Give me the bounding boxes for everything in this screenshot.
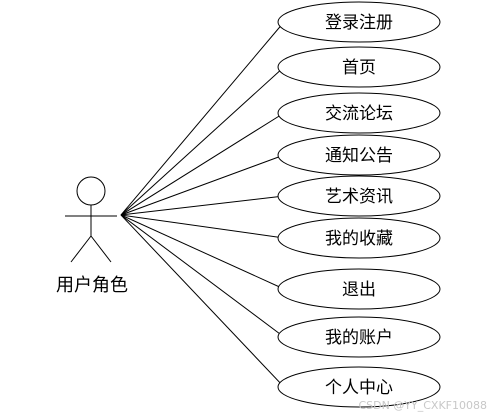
use-case-label: 个人中心 xyxy=(325,378,393,398)
actor-right-leg xyxy=(90,235,112,263)
actor-label: 用户角色 xyxy=(56,275,128,296)
association-line xyxy=(120,21,285,216)
use-case-label: 艺术资讯 xyxy=(325,187,393,207)
use-case-label: 退出 xyxy=(342,280,376,300)
association-line xyxy=(120,214,285,239)
use-case-label: 我的收藏 xyxy=(325,229,393,249)
use-case: 我的账户 xyxy=(277,316,441,358)
use-case-ellipse xyxy=(277,46,441,88)
use-case: 登录注册 xyxy=(277,1,441,43)
use-case-label: 首页 xyxy=(342,58,376,78)
actor-user-role: 用户角色 xyxy=(56,176,128,296)
use-case: 退出 xyxy=(277,268,441,310)
actor-head xyxy=(76,176,106,206)
use-case-ellipse xyxy=(277,175,441,217)
use-case-ellipse xyxy=(277,268,441,310)
use-case: 艺术资讯 xyxy=(277,175,441,217)
use-case-ellipse xyxy=(277,134,441,176)
use-case-label: 交流论坛 xyxy=(325,104,393,124)
watermark: CSDN @YY_CXKF10088 xyxy=(358,399,487,412)
use-case-ellipse xyxy=(277,1,441,43)
use-case: 个人中心 xyxy=(277,366,441,408)
association-line xyxy=(120,214,285,290)
use-case-label: 我的账户 xyxy=(325,328,393,348)
association-line xyxy=(120,154,285,216)
use-case-ellipse xyxy=(277,92,441,134)
use-case: 通知公告 xyxy=(277,134,441,176)
use-case: 交流论坛 xyxy=(277,92,441,134)
use-case: 首页 xyxy=(277,46,441,88)
association-line xyxy=(120,66,285,216)
use-case-label: 通知公告 xyxy=(325,146,393,166)
association-line xyxy=(120,214,285,338)
use-case-ellipse xyxy=(277,366,441,408)
association-line xyxy=(120,112,285,216)
actor-left-leg xyxy=(70,235,92,263)
use-case-label: 登录注册 xyxy=(325,13,393,33)
association-line xyxy=(120,195,285,216)
use-case-ellipse xyxy=(277,217,441,259)
association-lines xyxy=(120,21,285,388)
use-case-ellipse xyxy=(277,316,441,358)
use-case: 我的收藏 xyxy=(277,217,441,259)
association-line xyxy=(120,214,285,388)
